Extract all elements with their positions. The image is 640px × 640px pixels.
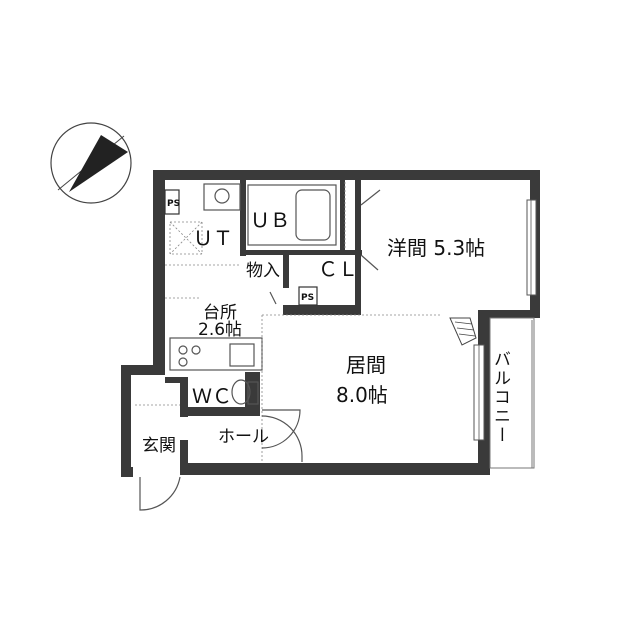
toilet <box>231 379 259 405</box>
north-arrow-icon <box>50 122 132 204</box>
entrance-label: 玄関 <box>142 436 176 456</box>
washbasin <box>203 183 241 211</box>
ps-label-1: PS <box>167 199 180 209</box>
living-room-size: 8.0帖 <box>336 383 388 407</box>
storage-label: 物入 <box>246 261 280 281</box>
washing-machine-space <box>169 221 203 255</box>
stairs-icon <box>449 317 477 346</box>
kitchen-counter <box>169 337 263 371</box>
living-room-name: 居間 <box>346 353 386 377</box>
bathtub <box>247 184 337 246</box>
ps-box-1 <box>164 189 180 215</box>
windows <box>473 199 537 441</box>
balcony-area <box>489 317 535 469</box>
wc-label: ＷＣ <box>192 384 232 408</box>
doors <box>139 189 381 511</box>
kitchen-name: 台所 <box>203 303 237 323</box>
dashed-partitions <box>135 182 440 462</box>
balcony-label: バルコニー <box>490 350 510 445</box>
ps-label-2: PS <box>301 293 314 303</box>
hall-label: ホール <box>218 427 269 447</box>
ps-box-2 <box>298 286 318 306</box>
closet-label: ＣＬ <box>318 257 358 281</box>
kitchen-size: 2.6帖 <box>198 320 242 340</box>
utility-label: ＵＴ <box>193 226 233 250</box>
unit-bath-label: ＵＢ <box>250 208 290 232</box>
interior-walls <box>165 180 362 417</box>
western-room-label: 洋間 5.3帖 <box>387 236 485 260</box>
